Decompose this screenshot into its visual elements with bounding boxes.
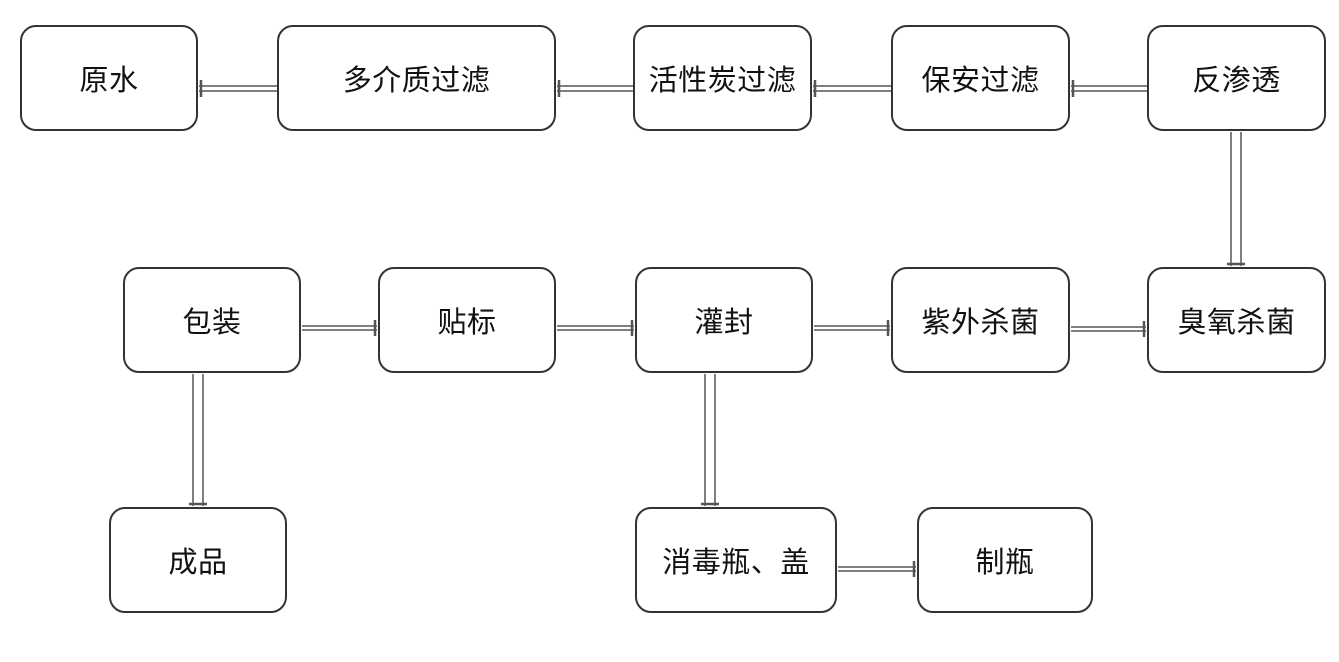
connector-ro-to-ozone (1227, 132, 1245, 266)
node-label: 包装 (182, 305, 242, 339)
node-label: 保安过滤 (921, 63, 1040, 97)
node-label: 成品 (168, 545, 228, 579)
node-label: 制瓶 (975, 545, 1035, 579)
node-reverse-osmosis: 反渗透 (1147, 25, 1326, 131)
connector-disinfect-to-bottle (838, 561, 916, 577)
node-labeling: 贴标 (378, 267, 556, 373)
node-ozone-sterilize: 臭氧杀菌 (1147, 267, 1326, 373)
connector-fill-to-uv (814, 320, 890, 336)
node-label: 灌封 (694, 305, 754, 339)
node-raw-water: 原水 (20, 25, 198, 131)
connector-fill-to-disinfect (701, 374, 719, 506)
node-label: 紫外杀菌 (921, 305, 1040, 339)
node-label: 原水 (79, 63, 139, 97)
node-filling-sealing: 灌封 (635, 267, 813, 373)
node-packaging: 包装 (123, 267, 301, 373)
node-label: 反渗透 (1192, 63, 1281, 97)
connector-uv-to-ozone (1071, 321, 1146, 337)
node-label: 活性炭过滤 (648, 63, 797, 97)
node-finished-product: 成品 (109, 507, 287, 613)
connector-carbon-to-multimedia (557, 80, 633, 97)
connector-pack-to-label (302, 320, 377, 336)
node-carbon-filter: 活性炭过滤 (633, 25, 812, 131)
node-label: 贴标 (437, 305, 497, 339)
node-bottle-making: 制瓶 (917, 507, 1093, 613)
node-security-filter: 保安过滤 (891, 25, 1070, 131)
node-label: 臭氧杀菌 (1177, 305, 1296, 339)
node-label: 多介质过滤 (342, 63, 491, 97)
node-uv-sterilize: 紫外杀菌 (891, 267, 1070, 373)
connector-ro-to-security (1071, 80, 1147, 97)
node-multimedia-filter: 多介质过滤 (277, 25, 556, 131)
connector-pack-to-product (189, 374, 207, 506)
connector-security-to-carbon (813, 80, 891, 97)
connector-label-to-fill (557, 320, 634, 336)
node-label: 消毒瓶、盖 (662, 545, 810, 579)
node-disinfect-bottle-cap: 消毒瓶、盖 (635, 507, 837, 613)
connector-multimedia-to-raw (199, 80, 277, 97)
